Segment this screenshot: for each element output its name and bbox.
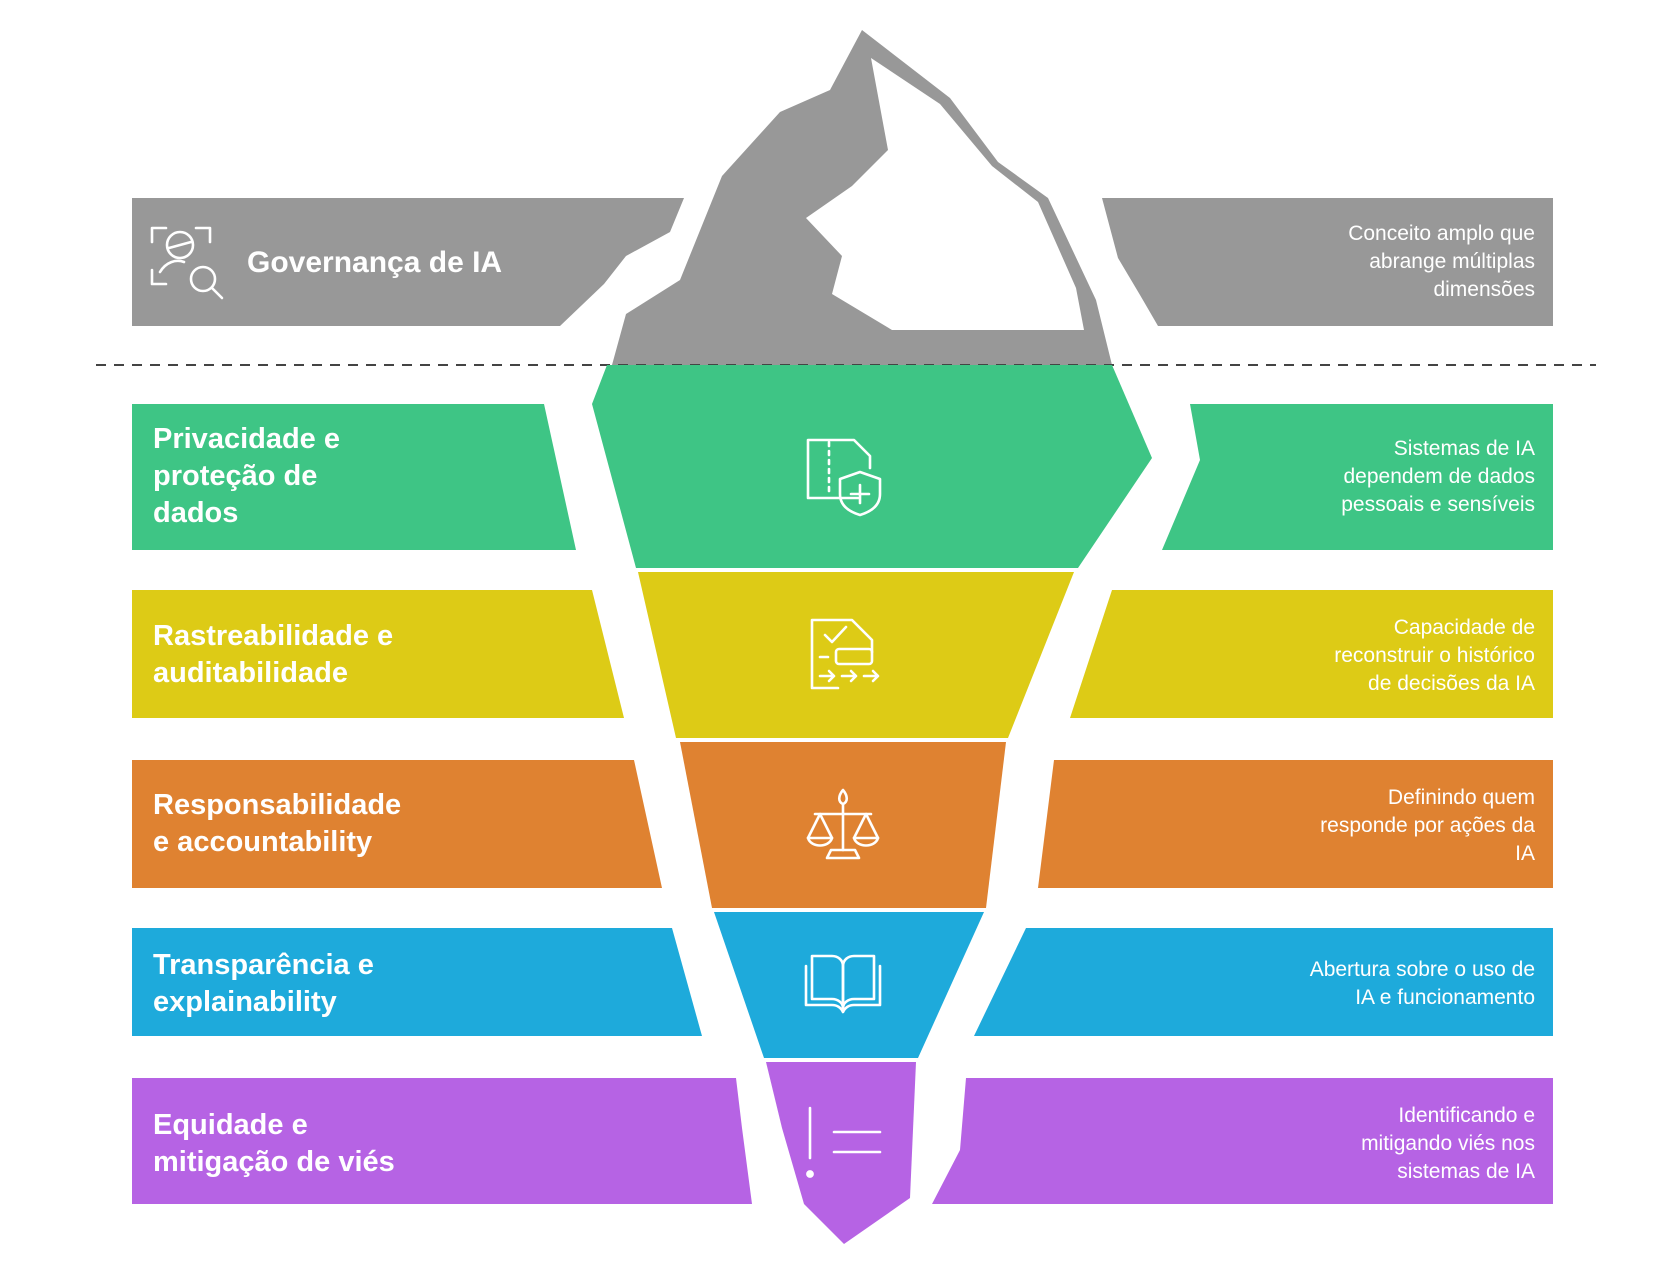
audit-document-icon [810, 618, 880, 690]
privacidade-band-left [132, 404, 576, 550]
rastreabilidade-label: Rastreabilidade e auditabilidade [153, 620, 394, 689]
responsabilidade-label: Responsabilidade e accountability [153, 789, 402, 858]
rastreabilidade-band-right [1070, 590, 1553, 718]
iceberg-snow [806, 58, 1084, 330]
equidade-label: Equidade e mitigação de viés [153, 1109, 395, 1178]
privacidade-iceberg-slice [592, 365, 1152, 568]
transparencia-label: Transparência e explainability [153, 949, 374, 1018]
transparencia-band-left [132, 928, 702, 1036]
governance-band [96, 30, 1596, 366]
responsabilidade-band-right [1038, 760, 1553, 888]
governance-band-left [132, 198, 684, 326]
privacidade-band-right [1162, 404, 1553, 550]
rastreabilidade-description: Capacidade de reconstruir o histórico de… [1334, 616, 1535, 695]
open-book-icon [804, 954, 882, 1014]
transparencia-iceberg-slice [714, 912, 984, 1058]
governance-description: Conceito amplo que abrange múltiplas dim… [1348, 222, 1535, 301]
governance-title: Governança de IA [247, 246, 503, 279]
layer-rastreabilidade [132, 572, 1553, 738]
file-shield-icon [806, 438, 882, 517]
equidade-band-right [932, 1078, 1553, 1204]
transparencia-band-right [974, 928, 1553, 1036]
responsabilidade-band-left [132, 760, 662, 888]
layer-responsabilidade [132, 742, 1553, 908]
governance-search-icon [150, 226, 224, 300]
privacidade-label: Privacidade e proteção de dados [153, 423, 340, 529]
privacidade-description: Sistemas de IA dependem de dados pessoai… [1341, 437, 1535, 516]
rastreabilidade-iceberg-slice [638, 572, 1074, 738]
exclamation-lines-icon [806, 1106, 882, 1178]
equidade-description: Identificando e mitigando viés nos siste… [1361, 1104, 1535, 1183]
equidade-band-left [132, 1078, 752, 1204]
responsabilidade-description: Definindo quem responde por ações da IA [1320, 786, 1535, 865]
rastreabilidade-band-left [132, 590, 624, 718]
scales-icon [806, 788, 880, 860]
layer-transparencia [132, 912, 1553, 1058]
transparencia-description: Abertura sobre o uso de IA e funcionamen… [1309, 958, 1535, 1009]
layer-equidade [132, 1062, 1553, 1244]
layer-privacidade [132, 365, 1553, 568]
governance-band-right [1102, 198, 1553, 326]
